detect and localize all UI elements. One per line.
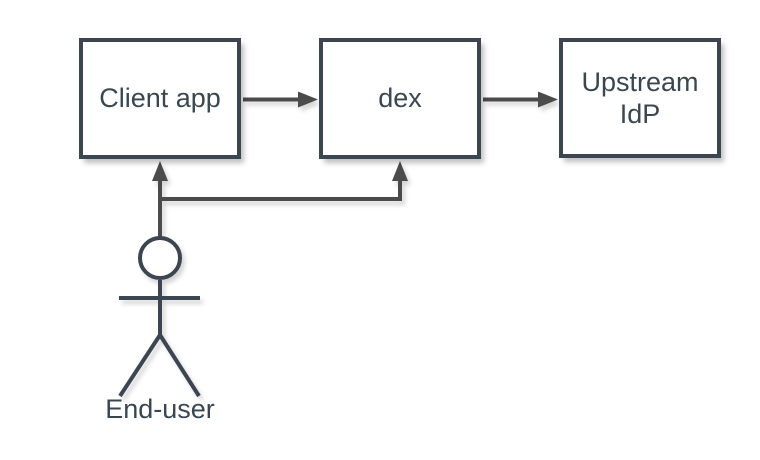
arrowhead-up-icon xyxy=(392,161,408,181)
actor-end-user-label: End-user xyxy=(105,394,215,424)
node-upstream-idp: Upstream IdP xyxy=(559,38,721,158)
edge-end-user-to-client-app xyxy=(152,161,168,238)
node-dex: dex xyxy=(319,38,481,159)
edge-end-user-to-dex xyxy=(160,161,408,201)
node-dex-label: dex xyxy=(378,83,422,114)
actor-left-leg xyxy=(118,333,162,398)
actor-right-leg xyxy=(158,333,201,398)
arrowhead-right-icon xyxy=(538,91,558,108)
edge-client-app-to-dex xyxy=(243,91,318,108)
node-client-app-label: Client app xyxy=(99,83,221,114)
actor-end-user-figure xyxy=(118,236,201,398)
node-upstream-idp-label: Upstream IdP xyxy=(581,66,699,129)
node-client-app: Client app xyxy=(79,38,241,159)
actor-head xyxy=(138,236,182,280)
arrowhead-up-icon xyxy=(152,161,168,181)
edge-dex-to-upstream-idp xyxy=(483,91,558,108)
arrowhead-right-icon xyxy=(298,91,318,108)
